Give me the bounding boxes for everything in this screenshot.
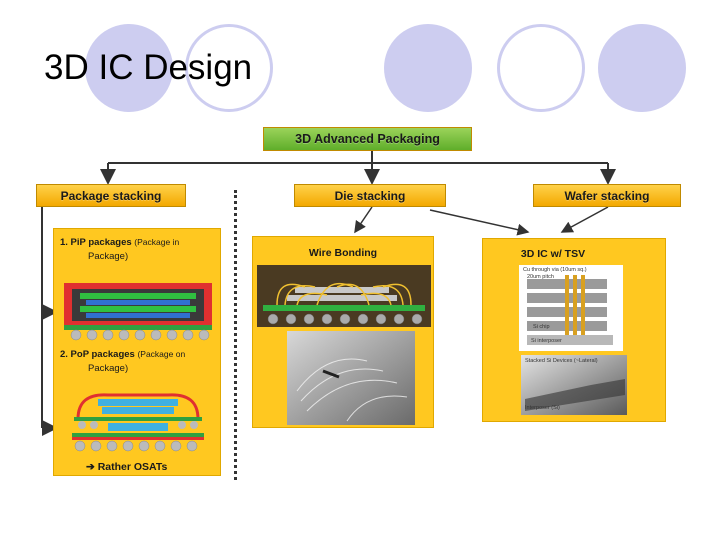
divider-dotted	[234, 190, 237, 480]
pip-heading-cont: Package)	[88, 251, 129, 262]
tsv-title: 3D IC w/ TSV	[520, 248, 586, 260]
pop-heading-cont: Package)	[88, 363, 129, 374]
die-stacking-panel: Wire Bonding	[252, 236, 434, 428]
tsv-label-pitch: 20um pitch	[527, 274, 554, 280]
slide-title: 3D IC Design	[44, 48, 253, 87]
package-stacking-panel: 1. PiP packages (Package in Package) 2. …	[53, 228, 221, 476]
decor-ring-1	[185, 24, 273, 112]
wafer-stacking-panel: 3D IC w/ TSV Cu through via (10um sq.) 2…	[482, 238, 666, 422]
branch-wafer-stacking: Wafer stacking	[533, 184, 681, 207]
decor-circle-3	[598, 24, 686, 112]
tsv-label-stacked: Stacked Si Devices (~Lateral)	[525, 358, 598, 364]
branch-package-stacking: Package stacking	[36, 184, 186, 207]
wire-bonding-illustration	[257, 265, 431, 327]
pip-heading: 1. PiP packages (Package in	[60, 237, 180, 248]
tsv-photo	[521, 355, 627, 415]
tsv-label-chip: Si chip	[533, 324, 550, 330]
wire-bonding-photo	[287, 331, 415, 425]
pop-package-illustration	[72, 393, 204, 452]
osats-footer: ➔ Rather OSATs	[86, 461, 168, 473]
decor-ring-2	[497, 24, 585, 112]
tsv-label-via: Cu through via (10um sq.)	[523, 267, 587, 273]
decor-circle-2	[384, 24, 472, 112]
pip-package-illustration	[64, 283, 212, 341]
root-node: 3D Advanced Packaging	[263, 127, 472, 151]
pop-heading: 2. PoP packages (Package on	[60, 349, 186, 360]
tsv-label-interposer-si: Interposer (Si)	[525, 405, 560, 411]
tsv-cross-section	[519, 265, 623, 351]
tsv-label-interposer: Si interposer	[531, 338, 562, 344]
branch-die-stacking: Die stacking	[294, 184, 446, 207]
wire-bonding-title: Wire Bonding	[308, 247, 378, 259]
decor-circle-1	[85, 24, 173, 112]
